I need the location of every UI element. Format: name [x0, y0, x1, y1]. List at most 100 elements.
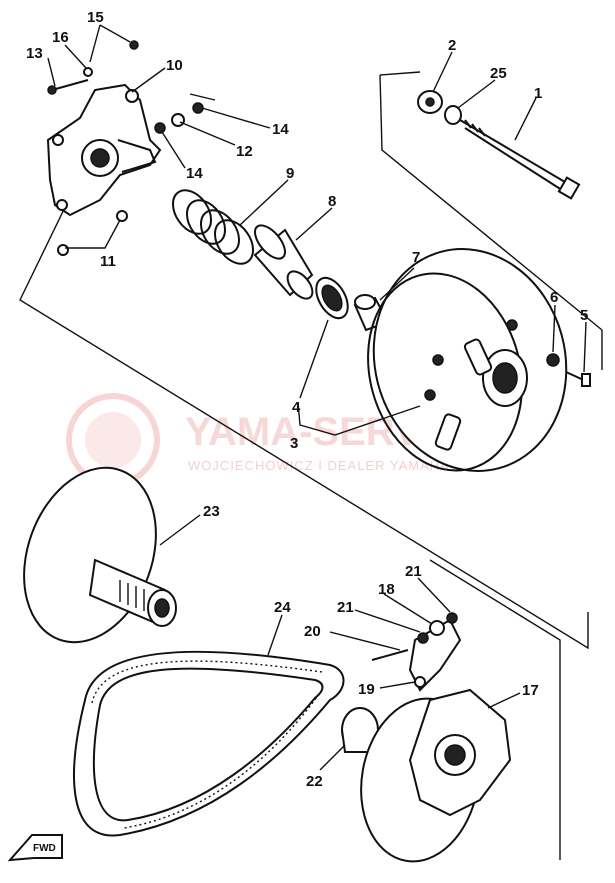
leader-lines: [47, 24, 587, 771]
nut-11a: [57, 244, 69, 256]
roller-18: [429, 620, 445, 636]
leader-19: [379, 681, 416, 689]
callout-1: 1: [534, 85, 542, 102]
fixed-sheave-disc: [23, 466, 157, 644]
fixed-sheave-splines: [119, 580, 145, 611]
spring-coil-1: [171, 189, 213, 235]
leader-24: [267, 614, 283, 656]
housing-hub: [90, 148, 110, 168]
leader-17: [487, 692, 521, 709]
housing-boss-1: [125, 89, 139, 103]
callout-23: 23: [203, 503, 220, 520]
part-movable-sheave: [360, 612, 512, 863]
bolt-1-head: [557, 176, 581, 200]
leader-14a: [201, 107, 271, 129]
callout-3: 3: [290, 435, 298, 452]
washer-2-hole: [425, 97, 435, 107]
leader-5: [583, 321, 587, 373]
bolt-14a: [192, 102, 204, 114]
leader-9: [239, 179, 289, 226]
callout-24: 24: [274, 599, 291, 616]
callout-21a: 21: [405, 563, 422, 580]
part-fixed-sheave: [23, 466, 177, 644]
belt-inner: [92, 667, 324, 822]
leader-2: [432, 51, 453, 93]
callout-labels: 1 2 3 4 5 6 7 8 9 10 11 12 13 14 14 15 1…: [26, 9, 588, 790]
callout-12: 12: [236, 143, 253, 160]
housing-boss-3: [56, 199, 68, 211]
drum-rim: [367, 272, 523, 472]
fwd-marker: FWD: [7, 834, 63, 862]
leader-6: [552, 304, 556, 353]
callout-6: 6: [550, 289, 558, 306]
small-nut-bolt: [546, 353, 591, 387]
collar-12: [171, 113, 185, 127]
leader-23: [159, 514, 201, 546]
leader-20: [329, 631, 401, 651]
callout-15: 15: [87, 9, 104, 26]
fwd-arrow-icon: [7, 834, 63, 862]
part-spring: [171, 189, 255, 265]
bolt-frame-top: [379, 71, 421, 76]
watermark-subtitle: WOJCIECHOWICZ I DEALER YAMAHA: [188, 458, 450, 473]
bushing-4-inner: [321, 284, 343, 312]
leader-25: [457, 79, 496, 109]
callout-11: 11: [100, 253, 116, 270]
callout-20: 20: [304, 623, 321, 640]
sleeve-end: [254, 224, 286, 260]
callout-19: 19: [358, 681, 375, 698]
housing-boss-2: [52, 134, 64, 146]
collar-7-top: [354, 294, 376, 310]
bolt-14b: [154, 122, 166, 134]
leader-16: [64, 44, 87, 69]
pin-21b: [417, 632, 429, 644]
callout-18: 18: [378, 581, 395, 598]
leader-15b: [99, 24, 131, 43]
watermark-logo-inner: [85, 412, 141, 468]
part-bushing-4: [315, 276, 349, 320]
callout-2: 2: [448, 37, 456, 54]
washer-19: [414, 676, 426, 688]
bolt-1-thread: [464, 119, 486, 137]
callout-10: 10: [166, 57, 183, 74]
part-sleeve: [253, 224, 314, 300]
belt-outer: [73, 650, 345, 837]
callout-13: 13: [26, 45, 43, 62]
washer-25: [444, 105, 462, 125]
spring-coil-2: [185, 199, 227, 245]
fwd-label: FWD: [33, 843, 56, 854]
leader-13: [47, 57, 56, 87]
drum-stud-2: [424, 389, 436, 401]
leader-11: [65, 219, 121, 249]
drum-stud-1: [432, 354, 444, 366]
leader-21b: [354, 609, 421, 633]
spring-coil-4: [213, 219, 255, 265]
fixed-sheave-spline: [154, 598, 170, 618]
drum-hub-bore: [492, 362, 518, 394]
leader-8: [295, 207, 333, 241]
movable-sheave-bore-inner: [444, 744, 466, 766]
drum-stud-3: [506, 319, 518, 331]
housing-arm: [117, 139, 157, 173]
pin-21a: [446, 612, 458, 624]
part-drive-belt: [73, 650, 345, 837]
callout-22: 22: [306, 773, 323, 790]
leader-10: [131, 67, 166, 93]
sleeve-end-2: [286, 270, 314, 300]
callout-25: 25: [490, 65, 507, 82]
leader-7: [379, 267, 415, 301]
leader-14b: [161, 131, 186, 169]
bolt-5-head: [581, 373, 591, 387]
part-housing-bracket: [46, 83, 162, 217]
leader-22: [319, 744, 346, 771]
bolt-1-shaft-edge: [464, 127, 566, 193]
callout-16: 16: [52, 29, 69, 46]
callout-14a: 14: [272, 121, 289, 138]
bracket-frame-line: [189, 93, 216, 101]
leader-12: [179, 121, 236, 146]
nut-11b: [116, 210, 128, 222]
callout-17: 17: [522, 682, 539, 699]
callout-21b: 21: [337, 599, 354, 616]
